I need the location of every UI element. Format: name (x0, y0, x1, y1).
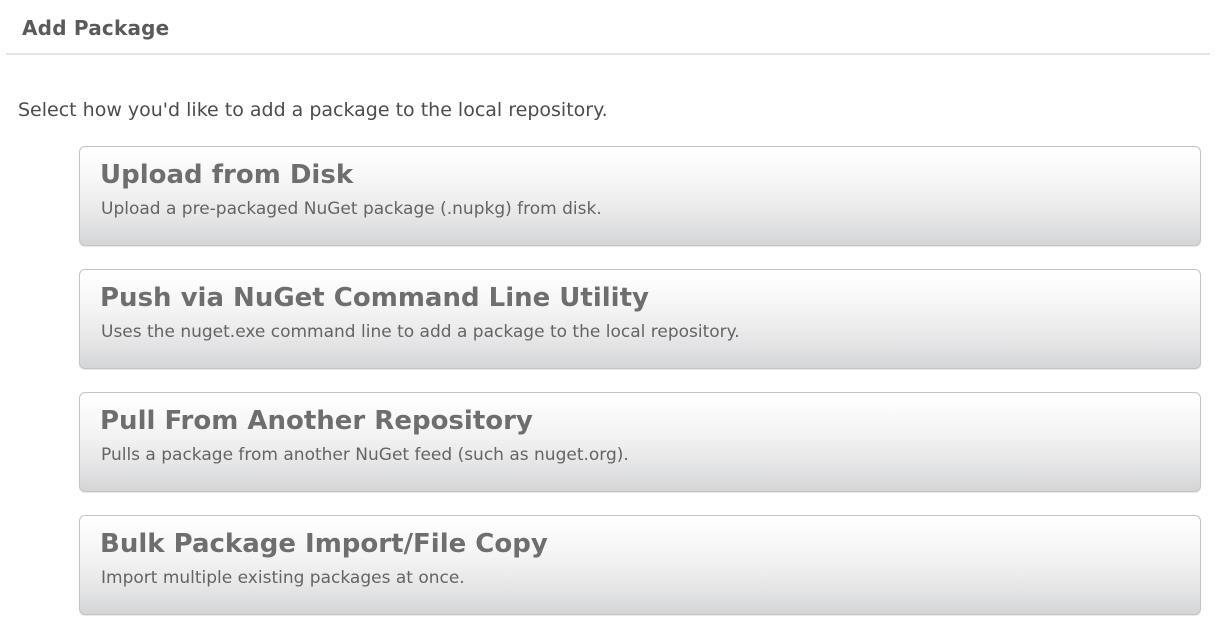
panel-header: Add Package (0, 0, 1216, 55)
option-title: Upload from Disk (100, 160, 354, 190)
option-title: Pull From Another Repository (100, 406, 533, 436)
intro-instructions: Select how you'd like to add a package t… (18, 99, 608, 121)
option-title: Bulk Package Import/File Copy (100, 529, 548, 559)
option-card-bulk-package-import[interactable]: Bulk Package Import/File Copy Import mul… (79, 515, 1201, 615)
option-description: Import multiple existing packages at onc… (101, 568, 465, 588)
option-card-pull-from-another-repository[interactable]: Pull From Another Repository Pulls a pac… (79, 392, 1201, 492)
option-description: Uses the nuget.exe command line to add a… (101, 322, 740, 342)
page-title: Add Package (22, 16, 170, 40)
add-package-option-list: Upload from Disk Upload a pre-packaged N… (79, 146, 1201, 615)
option-card-push-via-nuget-cli[interactable]: Push via NuGet Command Line Utility Uses… (79, 269, 1201, 369)
option-title: Push via NuGet Command Line Utility (100, 283, 649, 313)
option-description: Upload a pre-packaged NuGet package (.nu… (101, 199, 602, 219)
header-divider (6, 53, 1210, 55)
option-description: Pulls a package from another NuGet feed … (101, 445, 629, 465)
option-card-upload-from-disk[interactable]: Upload from Disk Upload a pre-packaged N… (79, 146, 1201, 246)
